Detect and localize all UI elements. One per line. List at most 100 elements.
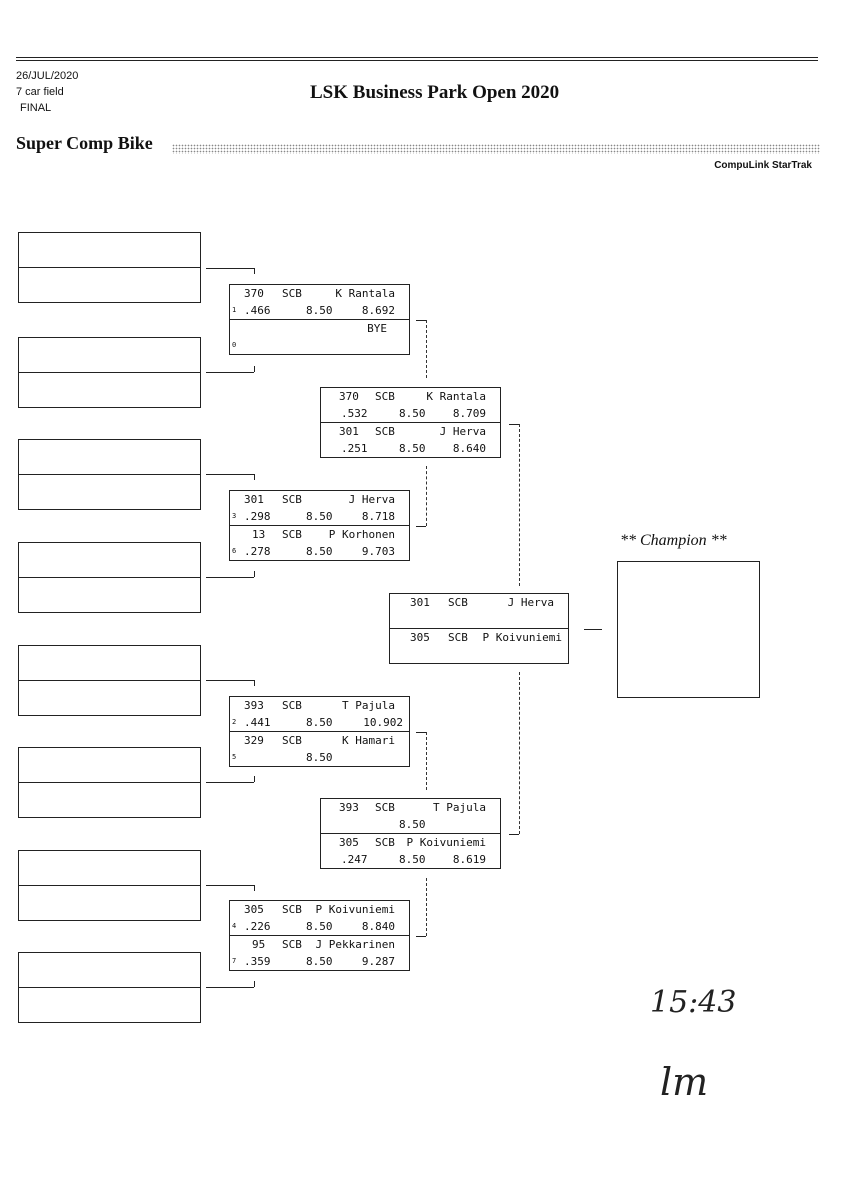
car-class: SCB [448, 631, 468, 644]
top-rule [16, 57, 818, 58]
handwritten-time: 15:43 [650, 985, 737, 1020]
car-class: SCB [375, 801, 395, 814]
car-number: 329 [244, 734, 264, 747]
reaction-time: .466 [244, 304, 271, 317]
driver-name: P Koivuniemi [315, 903, 395, 916]
reaction-time: .247 [341, 853, 368, 866]
round2-match-2: 393 SCB T Pajula 8.50 305 SCB P Koivunie… [320, 798, 501, 869]
event-date: 26/JUL/2020 [16, 70, 79, 82]
car-number: 305 [244, 903, 264, 916]
car-class: SCB [282, 938, 302, 951]
driver-name: T Pajula [433, 801, 486, 814]
event-title: LSK Business Park Open 2020 [310, 82, 560, 103]
seed-number: 4 [232, 922, 237, 930]
dial-in: 8.50 [399, 818, 426, 831]
reaction-time: .532 [341, 407, 368, 420]
empty-slot [18, 747, 201, 818]
connector [206, 577, 254, 578]
dashed-connector [519, 424, 520, 586]
empty-slot [18, 850, 201, 921]
connector [206, 987, 254, 988]
car-class: SCB [375, 390, 395, 403]
car-class: SCB [282, 528, 302, 541]
dial-in: 8.50 [306, 304, 333, 317]
connector [206, 782, 254, 783]
dashed-connector [426, 320, 427, 378]
car-number: 370 [244, 287, 264, 300]
connector [416, 320, 426, 321]
driver-name: K Rantala [426, 390, 486, 403]
connector [206, 268, 254, 269]
driver-name: P Koivuniemi [406, 836, 486, 849]
seed-number: 6 [232, 547, 237, 555]
top-rule-2 [16, 60, 818, 61]
car-number: 305 [410, 631, 430, 644]
reaction-time: .278 [244, 545, 271, 558]
seed-number: 7 [232, 957, 237, 965]
driver-name: BYE [367, 322, 387, 335]
connector [584, 629, 602, 630]
reaction-time: .298 [244, 510, 271, 523]
driver-name: J Pekkarinen [315, 938, 395, 951]
connector [206, 885, 254, 886]
car-class: SCB [282, 734, 302, 747]
driver-name: J Herva [348, 493, 395, 506]
connector [254, 776, 255, 782]
elapsed-time: 10.902 [363, 716, 403, 729]
connector [254, 268, 255, 274]
connector [416, 526, 426, 527]
car-class: SCB [375, 425, 395, 438]
class-title: Super Comp Bike [16, 133, 153, 153]
empty-slot [18, 952, 201, 1023]
empty-slot [18, 645, 201, 716]
elapsed-time: 9.287 [361, 955, 395, 968]
elapsed-time: 9.703 [361, 545, 395, 558]
seed-number: 1 [232, 306, 237, 314]
seed-number: 0 [232, 341, 237, 349]
elapsed-time: 8.619 [452, 853, 486, 866]
connector [509, 424, 519, 425]
car-number: 393 [339, 801, 359, 814]
champion-box [617, 561, 760, 698]
reaction-time: .359 [244, 955, 271, 968]
dial-in: 8.50 [306, 920, 333, 933]
seed-number: 3 [232, 512, 237, 520]
dial-in: 8.50 [399, 407, 426, 420]
connector [254, 571, 255, 577]
driver-name: K Hamari [342, 734, 395, 747]
elapsed-time: 8.709 [452, 407, 486, 420]
car-class: SCB [282, 287, 302, 300]
connector [254, 366, 255, 372]
champion-label: ** Champion ** [620, 532, 727, 549]
reaction-time: .251 [341, 442, 368, 455]
connector [206, 474, 254, 475]
dashed-connector [426, 466, 427, 526]
dial-in: 8.50 [399, 853, 426, 866]
round1-match-1: 370 SCB K Rantala 1 .466 8.50 8.692 BYE … [229, 284, 410, 355]
empty-slot [18, 337, 201, 408]
empty-slot [18, 439, 201, 510]
driver-name: K Rantala [335, 287, 395, 300]
connector [416, 936, 426, 937]
dial-in: 8.50 [306, 751, 333, 764]
dashed-connector [426, 878, 427, 936]
dashed-connector [426, 732, 427, 790]
dial-in: 8.50 [306, 955, 333, 968]
elapsed-time: 8.640 [452, 442, 486, 455]
elapsed-time: 8.718 [361, 510, 395, 523]
dial-in: 8.50 [306, 545, 333, 558]
dial-in: 8.50 [306, 716, 333, 729]
reaction-time: .441 [244, 716, 271, 729]
dashed-connector [519, 672, 520, 834]
car-number: 95 [252, 938, 266, 951]
dial-in: 8.50 [306, 510, 333, 523]
car-class: SCB [448, 596, 468, 609]
round1-match-3: 393 SCB T Pajula 2 .441 8.50 10.902 329 … [229, 696, 410, 767]
car-number: 301 [410, 596, 430, 609]
round2-match-1: 370 SCB K Rantala .532 8.50 8.709 301 SC… [320, 387, 501, 458]
car-class: SCB [282, 493, 302, 506]
car-class: SCB [282, 699, 302, 712]
driver-name: J Herva [439, 425, 486, 438]
dial-in: 8.50 [399, 442, 426, 455]
elapsed-time: 8.840 [361, 920, 395, 933]
